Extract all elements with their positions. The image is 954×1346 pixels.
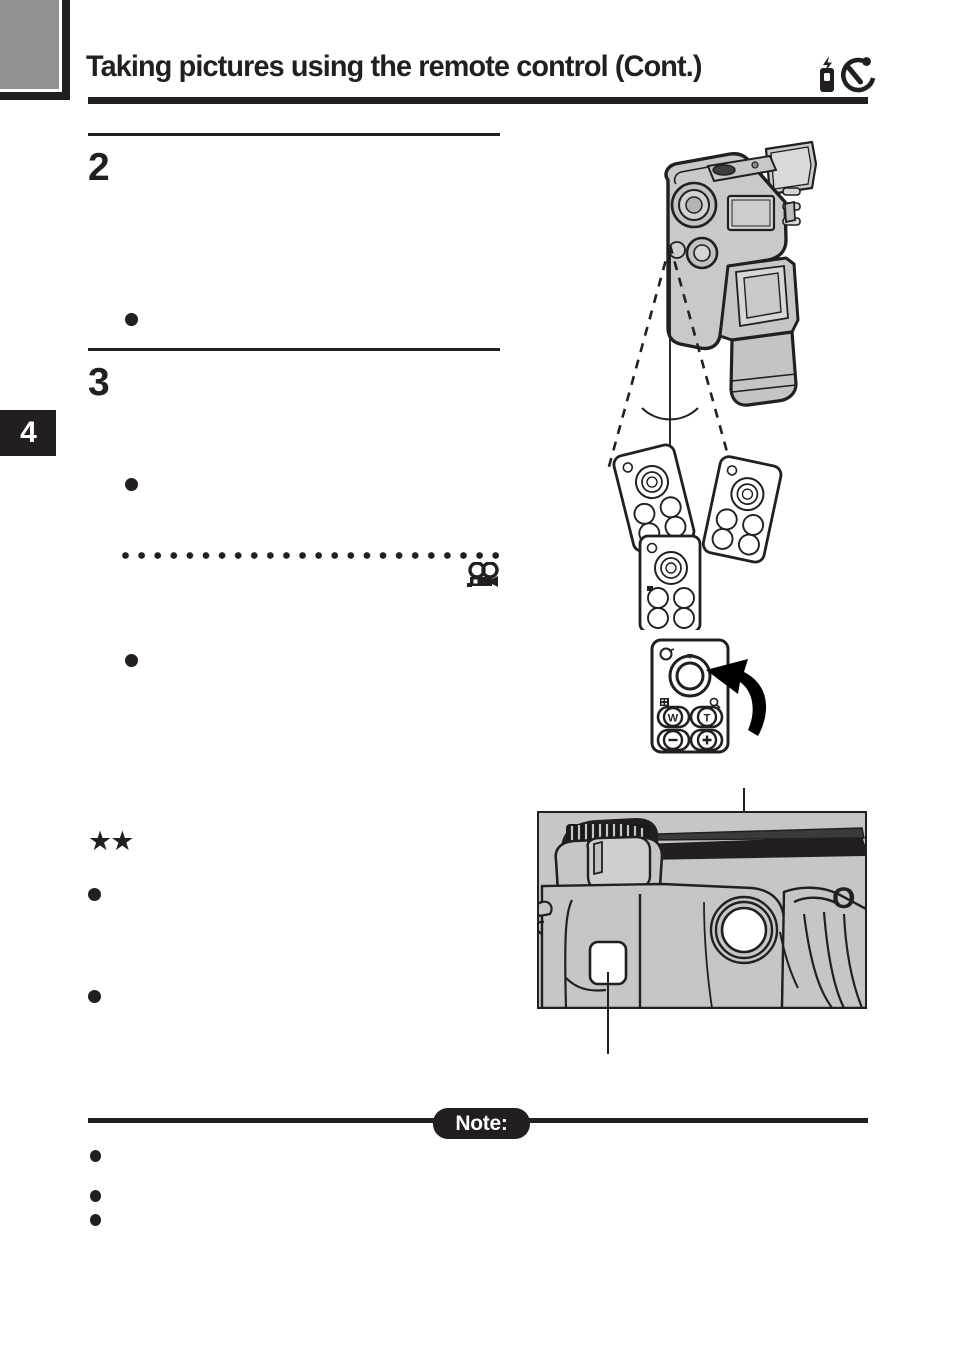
plus-button — [689, 728, 724, 752]
body-bullet-2 — [88, 990, 101, 1003]
header-underline — [88, 97, 868, 104]
svg-text:W: W — [668, 713, 679, 725]
body-bullet-1 — [88, 888, 101, 901]
brand-mark: O — [832, 882, 855, 915]
step-3-rule — [88, 348, 500, 351]
remote-control-center — [638, 534, 702, 630]
self-timer-icon — [841, 57, 876, 93]
step-3-bullet-1 — [125, 478, 138, 491]
remote-control-left — [612, 443, 696, 553]
step-3-number: 3 — [88, 361, 110, 404]
strap-lug — [539, 900, 553, 935]
note-bullet-2 — [90, 1190, 101, 1202]
cone-boundary-left — [606, 244, 672, 471]
chapter-tab: 4 — [0, 410, 56, 456]
self-timer-lamp — [709, 895, 779, 965]
tele-button-T: T — [689, 705, 724, 729]
note-bullet-1 — [90, 1150, 101, 1162]
remote-control-icon — [820, 56, 834, 92]
wide-button-W: W — [656, 705, 691, 729]
page-title: Taking pictures using the remote control… — [86, 50, 702, 83]
movie-camera-icon — [466, 562, 500, 590]
remote-control-shutter-detail: W T — [648, 636, 778, 756]
remote-control-right — [701, 455, 783, 564]
camera-top-view — [664, 140, 818, 407]
star-marker: ★★ — [88, 826, 134, 856]
step-2-rule — [88, 133, 500, 136]
dotted-separator — [122, 552, 500, 559]
cone-boundary-right — [668, 244, 734, 471]
note-badge: Note: — [433, 1108, 530, 1139]
page-corner-block — [0, 0, 70, 100]
step-3-bullet-2 — [125, 654, 138, 667]
page-corner-block-inner — [0, 0, 62, 92]
note-bullet-3 — [90, 1214, 101, 1226]
camera-front-remote-sensor-photo: O — [532, 782, 872, 1062]
svg-text:T: T — [704, 713, 711, 725]
shutter-button — [668, 654, 712, 698]
minus-button — [656, 728, 691, 752]
step-2-bullet-1 — [125, 313, 138, 326]
step-2-number: 2 — [88, 146, 110, 189]
press-arrow — [706, 659, 767, 736]
zoom-row-icons — [660, 697, 721, 709]
ir-reception-angle-arc — [641, 407, 699, 421]
title-icon-group — [812, 56, 876, 96]
remote-reception-range-diagram — [580, 140, 900, 630]
